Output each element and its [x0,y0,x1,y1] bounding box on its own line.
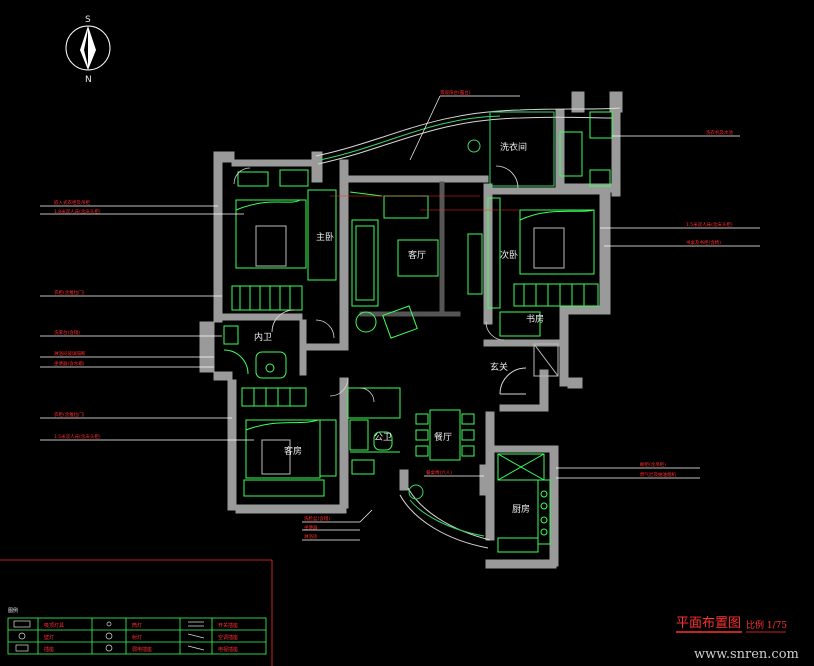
balcony-planting [319,111,555,537]
note-right-2: 书桌及书柜(含椅) [686,239,721,246]
note-left-6: 坐便器(含水箱) [54,360,85,367]
room-public-bath-label: 公卫 [374,432,392,443]
note-dining: 餐桌椅(六人) [426,469,452,476]
title-block: 平面布置图 比例 1/75 [676,616,787,633]
note-left-7: 衣柜(含推拉门) [54,411,85,418]
watermark: www.snren.com [694,647,799,662]
note-kitchen-1: 橱柜(含吊柜) [640,461,666,468]
compass-south-label: S [85,15,91,25]
legend: 图例 吸顶灯具 筒灯 开关插座 壁灯 射灯 空调插座 插座 [0,559,273,666]
note-left-5: 淋浴间玻璃隔断 [54,350,86,357]
drawing-title: 平面布置图 [676,616,741,631]
note-laundry: 洗衣机及水池 [706,129,733,136]
legend-r1-c2: 筒灯 [132,622,142,629]
legend-r2-c1: 壁灯 [44,634,54,641]
legend-r3-c2: 弱电插座 [132,646,152,653]
axis-lines [330,195,520,211]
legend-r1-c1: 吸顶灯具 [44,622,64,629]
annotations: 嵌入式衣柜及吊柜 1.8米双人床(含床头柜) 衣柜(含推拉门) 洗漱台(含镜) … [54,89,733,540]
note-bottom-2: 坐便器 [304,524,318,531]
legend-r2-c3: 空调插座 [218,634,238,641]
room-second-label: 次卧 [500,249,518,261]
compass-north-label: N [85,75,92,85]
note-balcony: 景观阳台(露台) [440,89,471,96]
note-left-8: 1.5米双人床(含床头柜) [54,433,101,440]
room-guest-label: 客房 [284,445,302,457]
room-labels: 客厅 主卧 次卧 书房 内卫 客房 餐厅 公卫 厨房 玄关 洗衣间 [254,141,544,515]
room-dining-label: 餐厅 [434,431,452,443]
legend-r3-c3: 电视插座 [218,646,238,653]
room-study-label: 书房 [526,313,544,325]
room-living-label: 客厅 [408,249,426,261]
note-left-4: 洗漱台(含镜) [54,329,80,336]
legend-r2-c2: 射灯 [132,634,142,641]
room-inner-bath-label: 内卫 [254,331,272,343]
legend-r3-c1: 插座 [44,646,54,653]
north-arrow-icon [65,25,111,71]
note-right-1: 1.5米双人床(含床头柜) [686,221,733,228]
balcony-railing [315,107,621,549]
note-left-2: 1.8米双人床(含床头柜) [54,208,101,215]
room-kitchen-label: 厨房 [512,503,530,515]
room-laundry-label: 洗衣间 [500,141,527,153]
leader-lines [40,95,760,541]
note-bottom-3: 淋浴房 [304,533,318,540]
furniture [223,111,613,553]
door-swings [233,165,519,403]
note-left-1: 嵌入式衣柜及吊柜 [54,199,90,206]
legend-title: 图例 [8,607,18,614]
note-bottom-1: 洗脸盆(含镜) [304,515,330,522]
walls [199,91,623,569]
note-kitchen-2: 燃气灶及抽油烟机 [640,471,676,478]
room-master-label: 主卧 [316,231,334,243]
note-left-3: 衣柜(含推拉门) [54,289,85,296]
legend-r1-c3: 开关插座 [218,622,238,629]
drawing-scale: 比例 1/75 [746,619,787,631]
room-foyer-label: 玄关 [490,361,508,373]
